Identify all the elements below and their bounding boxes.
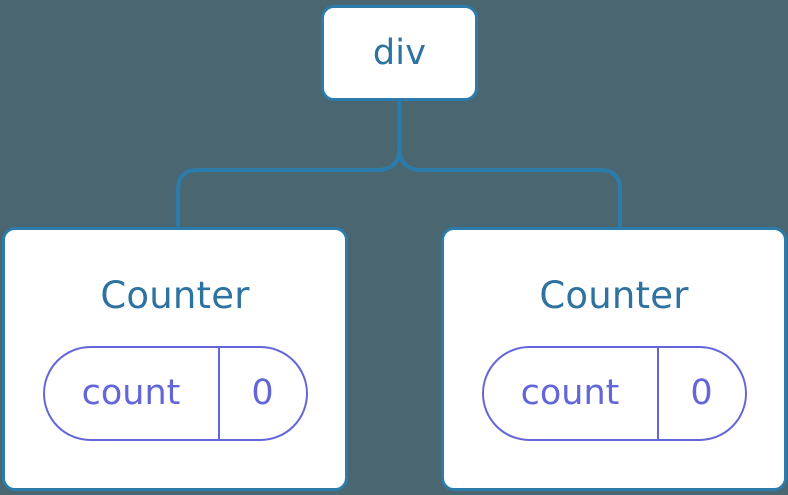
state-key-left: count bbox=[45, 348, 220, 439]
state-key-right: count bbox=[484, 348, 659, 439]
edge-root-to-left-child bbox=[176, 99, 402, 230]
state-key-left-label: count bbox=[81, 373, 181, 413]
edge-root-to-right-child bbox=[397, 99, 622, 230]
state-value-left-label: 0 bbox=[251, 373, 274, 413]
state-value-right-label: 0 bbox=[690, 373, 713, 413]
state-value-right: 0 bbox=[659, 348, 745, 439]
node-counter-right[interactable]: Counter count 0 bbox=[441, 227, 787, 491]
node-div-label: div bbox=[372, 32, 427, 73]
node-div[interactable]: div bbox=[321, 5, 478, 101]
state-pill-right[interactable]: count 0 bbox=[481, 346, 747, 441]
state-key-right-label: count bbox=[520, 373, 620, 413]
node-counter-right-label: Counter bbox=[539, 274, 689, 317]
state-value-left: 0 bbox=[220, 348, 306, 439]
node-counter-left-label: Counter bbox=[100, 274, 250, 317]
state-pill-left[interactable]: count 0 bbox=[42, 346, 308, 441]
node-counter-left[interactable]: Counter count 0 bbox=[2, 227, 348, 491]
